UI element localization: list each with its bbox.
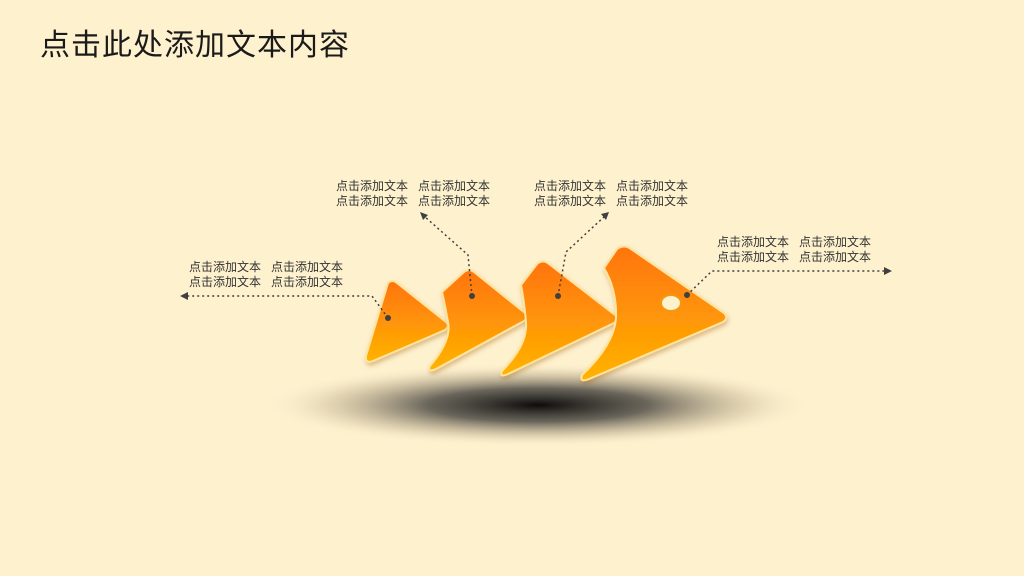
connector-dot-4 — [684, 292, 690, 298]
label-text: 点击添加文本 — [418, 179, 491, 193]
connector-2 — [423, 215, 473, 297]
label-text: 点击添加文本 — [418, 194, 491, 208]
connector-dot-1 — [385, 315, 391, 321]
label-group-top-right[interactable]: 点击添加文本点击添加文本 点击添加文本点击添加文本 — [534, 179, 688, 209]
ground-shadow — [263, 363, 813, 447]
arrow-segment-1[interactable] — [364, 280, 449, 363]
label-text: 点击添加文本 — [271, 275, 344, 289]
connector-dots — [385, 292, 690, 321]
arrowhead-right — [884, 267, 892, 275]
label-group-right[interactable]: 点击添加文本点击添加文本 点击添加文本点击添加文本 — [717, 235, 871, 265]
label-text: 点击添加文本 — [336, 179, 409, 193]
connector-1 — [186, 295, 389, 319]
label-text: 点击添加文本 — [271, 260, 344, 274]
arrow-segment-2[interactable] — [428, 269, 528, 372]
connector-4 — [686, 270, 884, 296]
arrowhead-left — [180, 292, 188, 300]
label-text: 点击添加文本 — [717, 235, 790, 249]
connector-arrowheads — [180, 212, 892, 300]
connector-dot-2 — [469, 293, 475, 299]
label-text: 点击添加文本 — [189, 260, 262, 274]
label-group-top-left[interactable]: 点击添加文本点击添加文本 点击添加文本点击添加文本 — [336, 179, 490, 209]
arrowhead-up-left — [420, 212, 428, 220]
label-text: 点击添加文本 — [534, 194, 607, 208]
fish-eye — [660, 294, 682, 312]
label-text: 点击添加文本 — [799, 235, 872, 249]
arrow-segment-4[interactable] — [580, 245, 728, 382]
arrowhead-up-right — [601, 212, 609, 220]
label-text: 点击添加文本 — [189, 275, 262, 289]
page-title[interactable]: 点击此处添加文本内容 — [40, 28, 350, 63]
label-text: 点击添加文本 — [799, 250, 872, 264]
label-group-left[interactable]: 点击添加文本点击添加文本 点击添加文本点击添加文本 — [189, 260, 343, 290]
label-text: 点击添加文本 — [717, 250, 790, 264]
label-text: 点击添加文本 — [616, 194, 689, 208]
arrow-segment-3[interactable] — [500, 260, 618, 377]
label-text: 点击添加文本 — [616, 179, 689, 193]
connectors — [186, 215, 884, 319]
label-text: 点击添加文本 — [534, 179, 607, 193]
label-text: 点击添加文本 — [336, 194, 409, 208]
connector-3 — [557, 215, 606, 297]
connector-dot-3 — [555, 293, 561, 299]
